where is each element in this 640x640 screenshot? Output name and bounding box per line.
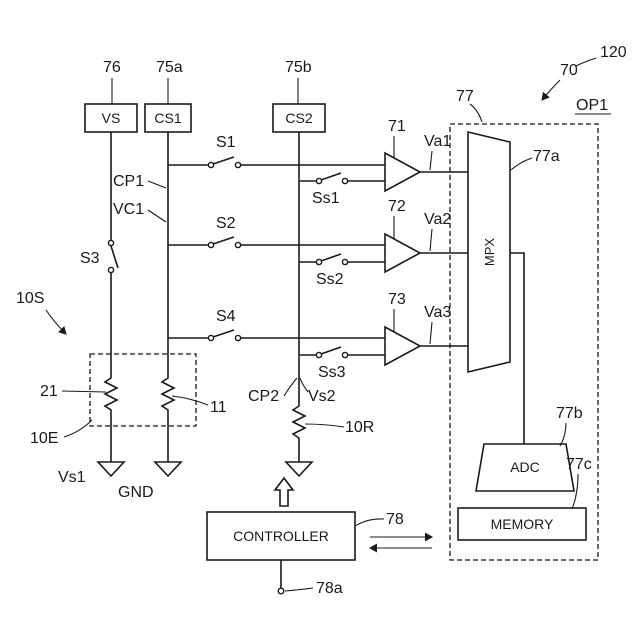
resistor-11 (162, 370, 174, 462)
gnd-label: GND (118, 484, 154, 501)
ss3-contact-left (316, 352, 321, 357)
va3-label: Va3 (424, 304, 451, 321)
gnd-ground-symbol (155, 462, 181, 476)
s2-label: S2 (216, 215, 236, 232)
mpx-label: MPX (482, 238, 497, 267)
ref-10s-arrow (46, 310, 66, 334)
ref-77a-leader (511, 158, 532, 170)
ref-120-leader (576, 58, 596, 66)
vs2-leader (300, 378, 308, 392)
amplifier-73 (385, 327, 420, 365)
s3-contact-bottom (108, 267, 113, 272)
ref-70-arrow (542, 80, 560, 100)
adc-label: ADC (510, 459, 540, 475)
ss1-label: Ss1 (312, 190, 340, 207)
ss1-blade (321, 173, 341, 180)
ref-77-label: 77 (456, 88, 474, 105)
ref-77b-label: 77b (556, 405, 583, 422)
ref-78a-leader (285, 588, 313, 591)
cp2-label: CP2 (248, 388, 279, 405)
cs2-ground-symbol (286, 462, 312, 476)
vs1-label: Vs1 (58, 469, 86, 486)
ref-10e-leader (64, 420, 92, 437)
vs1-ground-symbol (98, 462, 124, 476)
controller-up-arrow (275, 478, 293, 506)
s1-contact-left (208, 162, 213, 167)
ss1-contact-right (342, 178, 347, 183)
ss2-label: Ss2 (316, 271, 344, 288)
memory-label: MEMORY (491, 516, 554, 532)
s3-label: S3 (80, 250, 100, 267)
ref-77-leader (470, 104, 482, 122)
terminal-78a (278, 588, 284, 594)
ref-21-leader (62, 391, 106, 392)
resistor-10r (293, 400, 305, 462)
s4-contact-right (235, 335, 240, 340)
ref-75b-label: 75b (285, 59, 312, 76)
ref-77a-label: 77a (533, 148, 560, 165)
ss3-contact-right (342, 352, 347, 357)
ss3-label: Ss3 (318, 364, 346, 381)
ref-77b-leader (560, 423, 566, 446)
ss1-contact-left (316, 178, 321, 183)
va2-label: Va2 (424, 211, 451, 228)
ss2-blade (321, 254, 341, 261)
ss2-contact-left (316, 259, 321, 264)
amplifier-71 (385, 153, 420, 191)
ss2-contact-right (342, 259, 347, 264)
ref-21-label: 21 (40, 383, 58, 400)
ref-11-leader (172, 396, 208, 405)
ref-78-leader (355, 519, 384, 526)
s2-contact-left (208, 242, 213, 247)
s3-contact-top (108, 240, 113, 245)
ref-72-label: 72 (388, 198, 406, 215)
ref-75a-label: 75a (156, 59, 183, 76)
va1-label: Va1 (424, 133, 451, 150)
resistor-21 (105, 370, 117, 462)
ref-78a-label: 78a (316, 580, 343, 597)
ref-70-label: 70 (560, 62, 578, 79)
cp1-leader (148, 181, 166, 188)
s2-blade (213, 237, 234, 244)
ref-77c-label: 77c (566, 456, 592, 473)
s1-label: S1 (216, 134, 236, 151)
va3-leader (430, 322, 432, 344)
s4-contact-left (208, 335, 213, 340)
ref-73-label: 73 (388, 291, 406, 308)
ref-10r-leader (305, 424, 344, 427)
s4-blade (213, 330, 234, 337)
10e-dashed-box (90, 354, 196, 426)
ref-120-label: 120 (600, 44, 627, 61)
vs-box-label: VS (102, 110, 121, 126)
s3-blade (111, 246, 118, 268)
amplifier-72 (385, 234, 420, 272)
cp1-label: CP1 (113, 173, 144, 190)
ref-71-label: 71 (388, 118, 406, 135)
ref-78-label: 78 (386, 511, 404, 528)
s1-blade (213, 157, 234, 164)
s4-label: S4 (216, 308, 236, 325)
ref-76-label: 76 (103, 59, 121, 76)
cs1-box-label: CS1 (154, 110, 181, 126)
ref-11-label: 11 (210, 399, 227, 416)
cp2-leader (284, 378, 297, 396)
ss3-blade (321, 347, 341, 354)
cs2-box-label: CS2 (285, 110, 312, 126)
vs2-label: Vs2 (308, 388, 336, 405)
s2-contact-right (235, 242, 240, 247)
ref-10e-label: 10E (30, 430, 58, 447)
ref-10r-label: 10R (345, 419, 374, 436)
mpx-to-adc-wire (510, 253, 524, 444)
s1-contact-right (235, 162, 240, 167)
vc1-leader (148, 210, 166, 222)
op1-label: OP1 (576, 97, 608, 114)
ref-10s-label: 10S (16, 290, 44, 307)
controller-label: CONTROLLER (233, 528, 329, 544)
va1-leader (430, 151, 432, 170)
vc1-label: VC1 (113, 201, 144, 218)
va2-leader (430, 229, 432, 251)
